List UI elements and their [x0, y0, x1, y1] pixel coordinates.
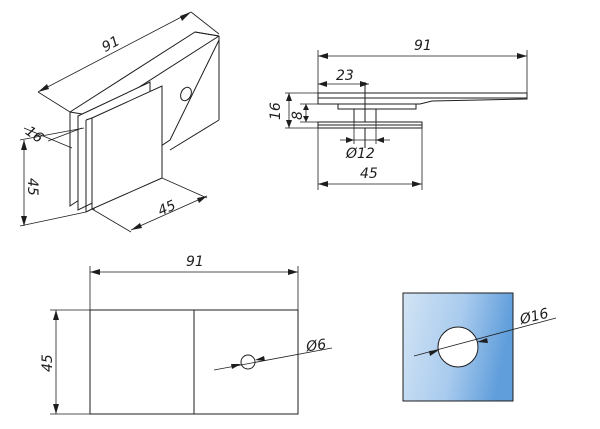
iso-dim-plate-line — [130, 195, 208, 231]
side-offset-label: 23 — [336, 68, 354, 84]
side-view: 91 23 16 8 Ø12 45 — [268, 38, 528, 190]
front-view: 91 45 Ø6 — [40, 254, 333, 415]
iso-dim-length-line — [37, 11, 192, 93]
plate-hole — [437, 326, 479, 368]
front-height-label: 45 — [40, 354, 56, 372]
side-plate-label: 45 — [360, 166, 378, 182]
plate-view: Ø16 — [402, 292, 557, 402]
iso-thickness-label: 16 — [22, 123, 46, 146]
side-bolt-label: Ø12 — [345, 146, 375, 162]
side-gap-label: 8 — [290, 111, 306, 120]
iso-mounting-hole — [180, 86, 192, 102]
front-length-label: 91 — [186, 254, 204, 270]
side-bolt-block — [337, 103, 417, 110]
side-length-label: 91 — [414, 38, 432, 54]
iso-length-label: 91 — [99, 33, 122, 55]
front-hole-label: Ø6 — [304, 337, 327, 356]
plate-dim-hole-line — [413, 317, 557, 357]
iso-dim-thickness-line — [23, 127, 73, 149]
isometric-view: 91 16 45 45 — [19, 11, 220, 233]
iso-plate-label: 45 — [156, 197, 179, 219]
iso-height-label: 45 — [24, 178, 40, 196]
side-height-label: 16 — [268, 102, 284, 120]
plate-hole-label: Ø16 — [517, 306, 550, 329]
